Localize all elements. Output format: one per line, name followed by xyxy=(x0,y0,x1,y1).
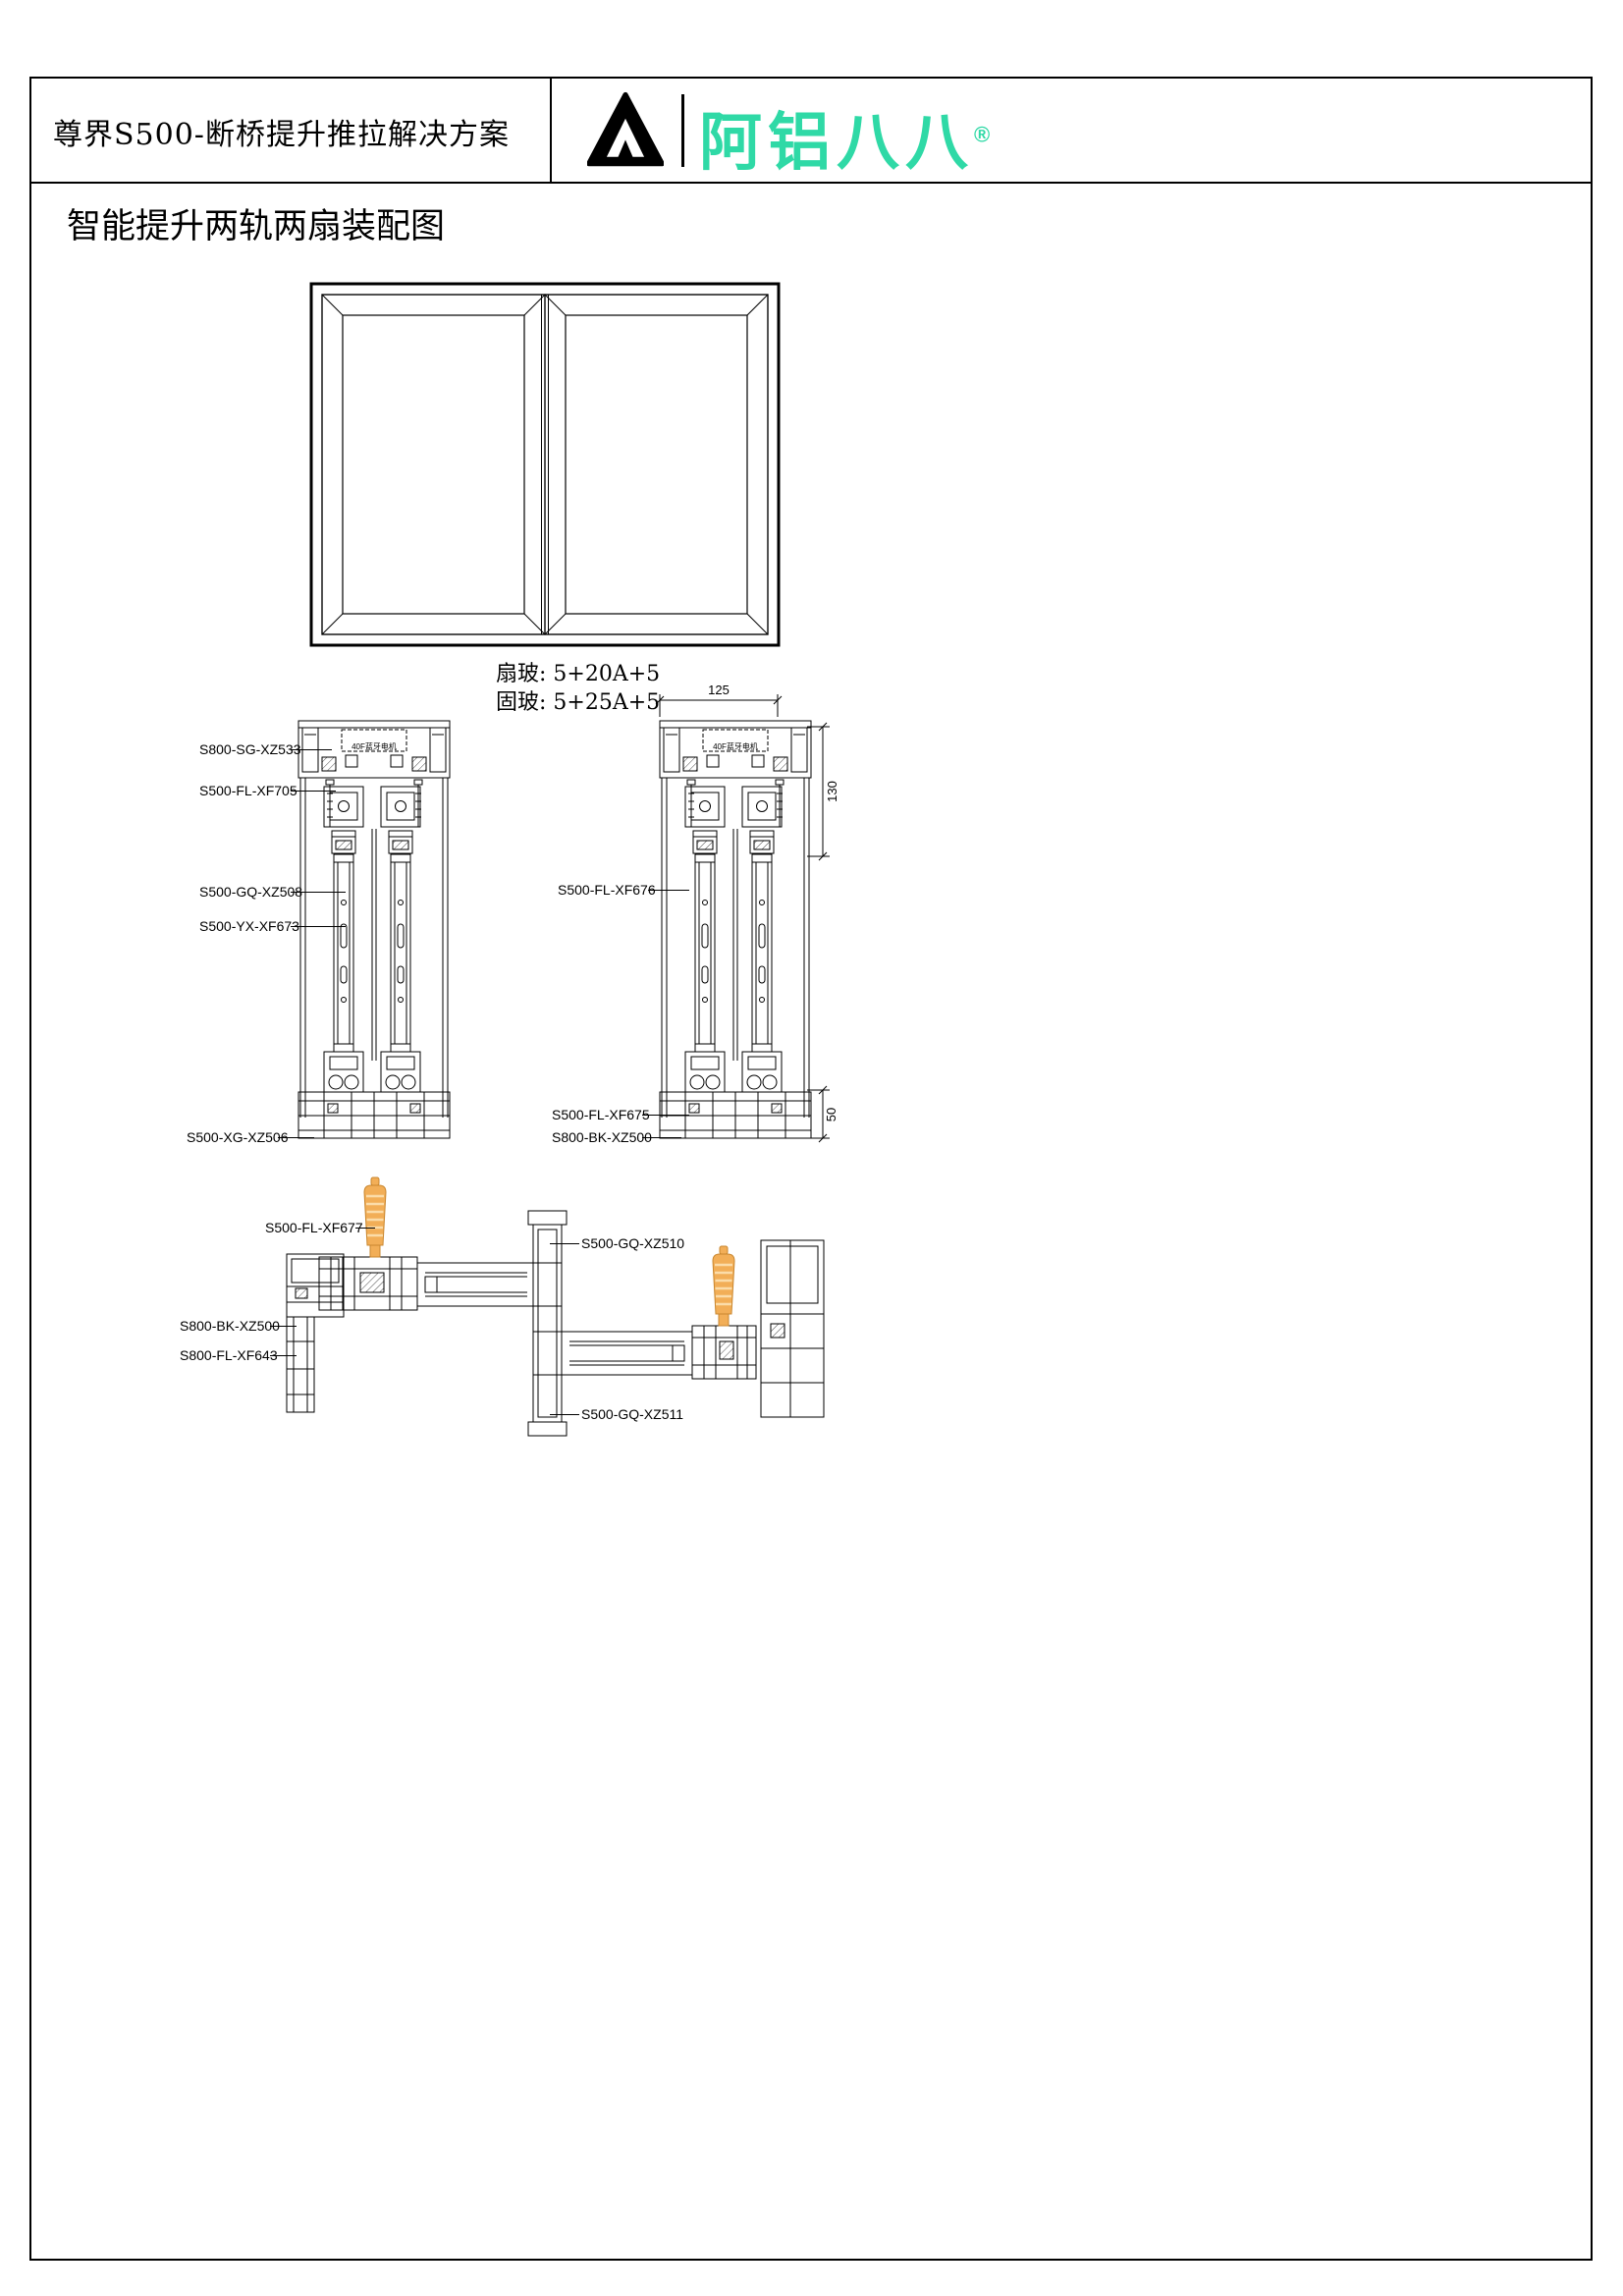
dimension-head-height: 130 xyxy=(825,781,839,802)
leader-fl-xf705 xyxy=(291,791,336,792)
part-label-gq-xz510: S500-GQ-XZ510 xyxy=(581,1235,685,1251)
leader-bk-xz500-left xyxy=(270,1326,297,1327)
part-label-fl-xf677: S500-FL-XF677 xyxy=(265,1220,363,1235)
part-label-fl-xf643: S800-FL-XF643 xyxy=(180,1347,278,1363)
leader-top-track xyxy=(291,749,332,750)
leader-gq-xz510 xyxy=(550,1243,579,1244)
leader-gq-xz508 xyxy=(291,892,346,893)
dimension-annotations: 125 130 50 xyxy=(655,683,839,1143)
brand-name: 阿铝八八® xyxy=(699,92,990,183)
leader-fl-xf677 xyxy=(355,1228,375,1229)
dimension-sill-height: 50 xyxy=(824,1108,839,1121)
leader-xg-xz506 xyxy=(278,1137,314,1138)
part-label-bk-xz500-left: S800-BK-XZ500 xyxy=(180,1318,280,1334)
part-label-fl-xf705: S500-FL-XF705 xyxy=(199,783,298,798)
motor-label-right: 40F蓝牙电机 xyxy=(713,742,758,751)
lift-handle-icon-2 xyxy=(711,1244,736,1328)
window-elevation-drawing xyxy=(309,282,781,647)
leader-fl-xf675 xyxy=(642,1115,689,1116)
part-label-fl-xf675: S500-FL-XF675 xyxy=(552,1107,650,1122)
glass-specs: 扇玻: 5+20A+5 固玻: 5+25A+5 xyxy=(496,660,660,717)
leader-yx-xf673 xyxy=(291,926,346,927)
glass-spec-sash: 扇玻: 5+20A+5 xyxy=(496,662,661,686)
leader-bk-xz500-right xyxy=(642,1137,681,1138)
part-label-gq-xz508: S500-GQ-XZ508 xyxy=(199,884,303,900)
page-title: 尊界S500-断桥提升推拉解决方案 xyxy=(53,118,510,152)
header-rule xyxy=(29,182,1593,184)
dimension-track-width: 125 xyxy=(708,683,730,697)
logo-divider xyxy=(681,94,684,167)
leader-fl-xf676 xyxy=(648,890,689,891)
part-label-yx-xf673: S500-YX-XF673 xyxy=(199,918,299,934)
leader-fl-xf643 xyxy=(270,1355,297,1356)
registered-mark: ® xyxy=(974,122,991,147)
part-label-bk-xz500-right: S800-BK-XZ500 xyxy=(552,1129,652,1145)
leader-gq-xz511 xyxy=(550,1414,579,1415)
title-box-divider xyxy=(550,77,552,184)
part-label-xg-xz506: S500-XG-XZ506 xyxy=(187,1129,289,1145)
triangle-a-logo-icon xyxy=(587,91,664,167)
lift-handle-icon xyxy=(362,1176,388,1259)
part-label-top-track: S800-SG-XZ533 xyxy=(199,741,301,757)
left-vertical-section-drawing xyxy=(295,713,454,1149)
glass-spec-fixed: 固玻: 5+25A+5 xyxy=(496,690,661,715)
part-label-gq-xz511: S500-GQ-XZ511 xyxy=(581,1406,684,1422)
section-subtitle: 智能提升两轨两扇装配图 xyxy=(67,207,446,246)
part-label-fl-xf676: S500-FL-XF676 xyxy=(558,882,656,898)
horizontal-plan-section-drawing xyxy=(286,1176,825,1437)
brand-name-text: 阿铝八八 xyxy=(699,107,974,178)
sheet-border xyxy=(29,77,1593,2261)
motor-label-left: 40F蓝牙电机 xyxy=(352,742,397,751)
